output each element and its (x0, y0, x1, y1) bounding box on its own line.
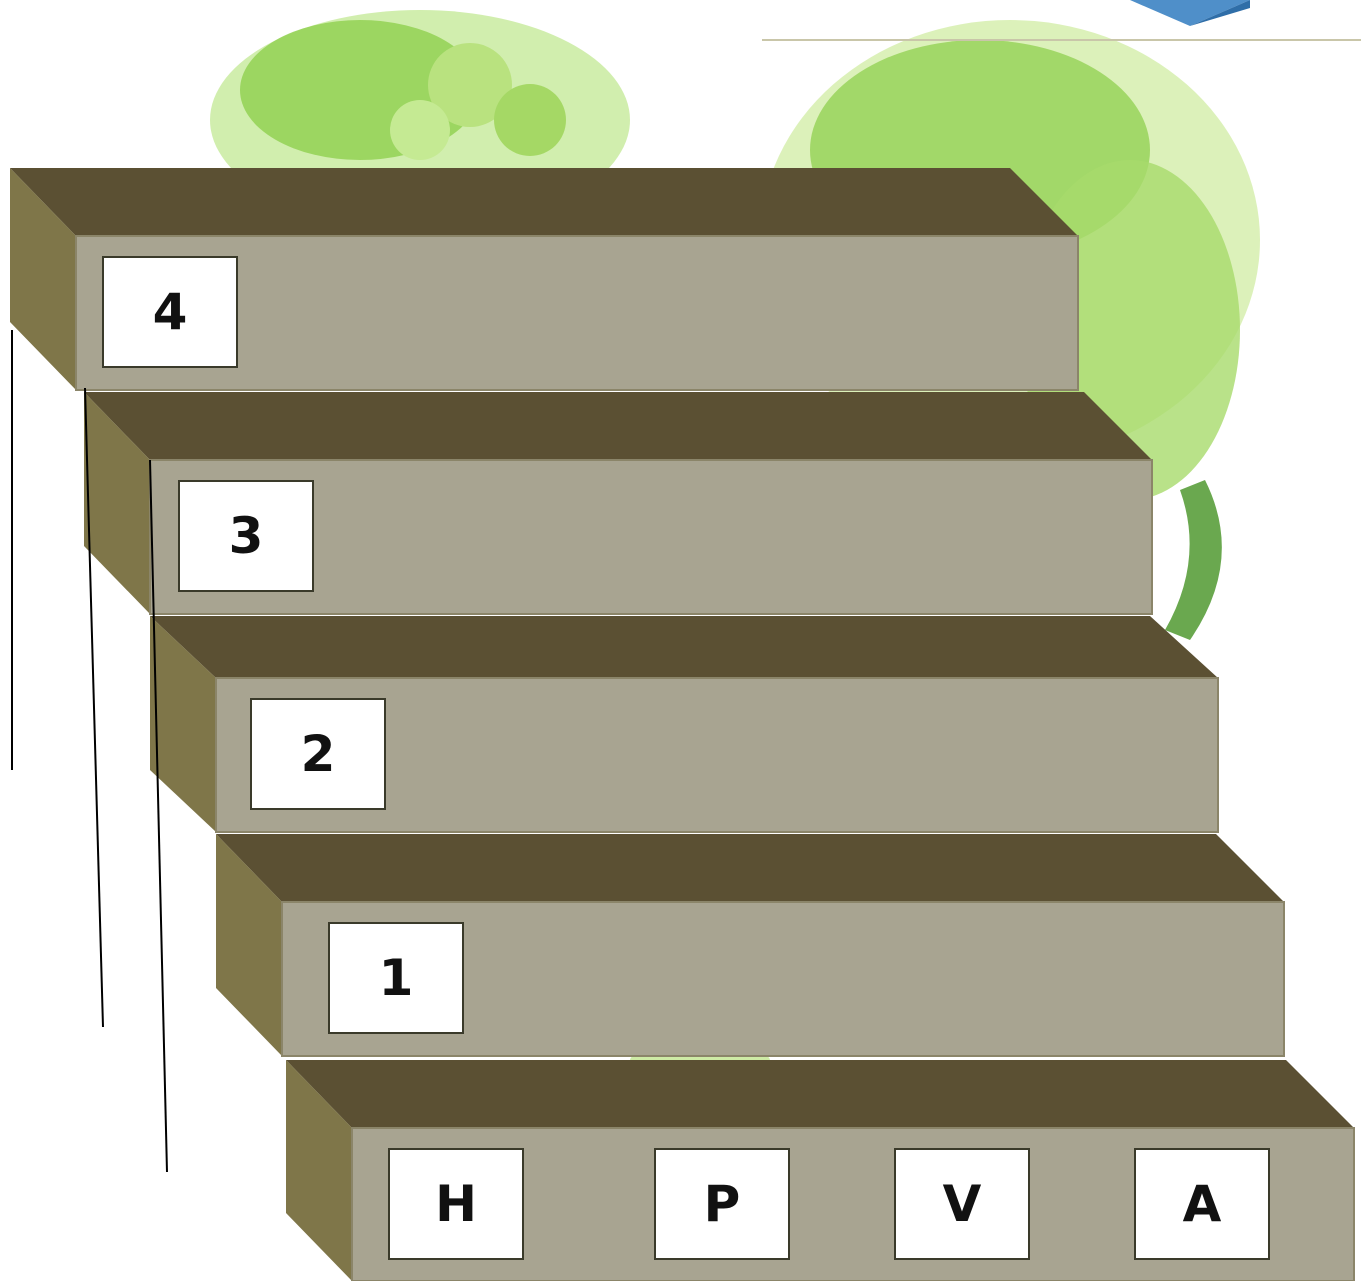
step-label-box: V (894, 1148, 1030, 1260)
step-label-box: P (654, 1148, 790, 1260)
step-top-face (216, 834, 1284, 902)
step-label-box: 1 (328, 922, 464, 1034)
step-top-face (84, 392, 1152, 460)
step-label-box: 4 (102, 256, 238, 368)
step-label-box: 3 (178, 480, 314, 592)
step-top-face (150, 616, 1218, 678)
step-top-face (10, 168, 1078, 236)
step-top-face (286, 1060, 1354, 1128)
step-label-box: A (1134, 1148, 1270, 1260)
step-label-box: 2 (250, 698, 386, 810)
step-label-box: H (388, 1148, 524, 1260)
